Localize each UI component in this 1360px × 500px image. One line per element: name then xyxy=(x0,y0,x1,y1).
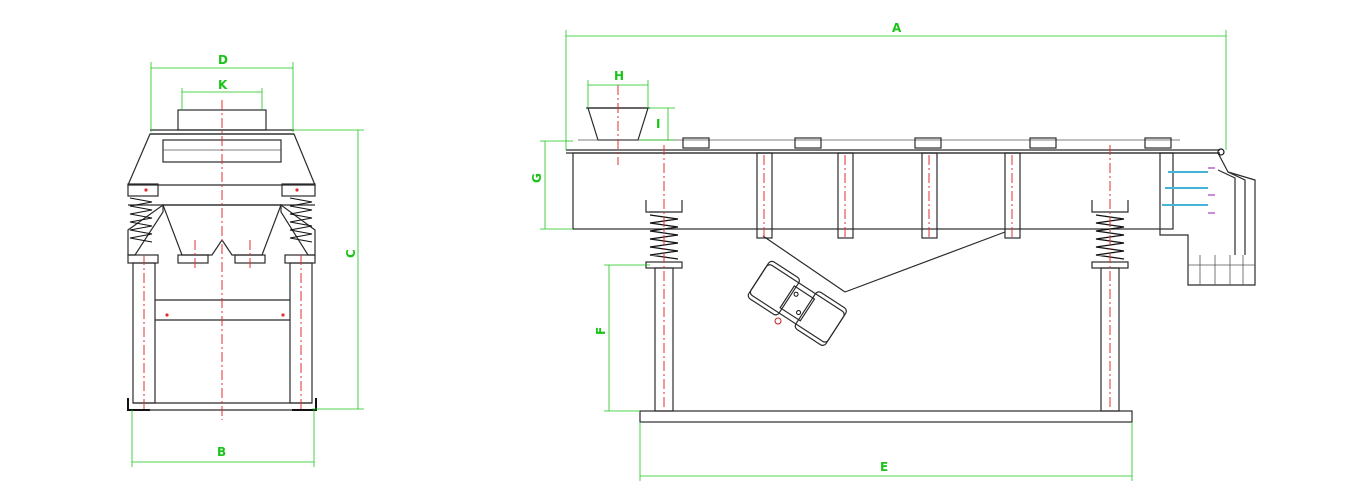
dimension-labels: D K B C A H I G F E xyxy=(217,21,902,474)
dim-label-f: F xyxy=(594,327,608,335)
lifting-lug xyxy=(1217,148,1225,156)
dim-label-h: H xyxy=(614,69,624,83)
support-springs xyxy=(649,214,1125,260)
dim-label-e: E xyxy=(880,460,888,474)
vibration-motor xyxy=(747,260,847,346)
dim-label-c: C xyxy=(344,249,358,258)
screen-decks xyxy=(650,167,1215,214)
dim-label-k: K xyxy=(218,78,228,92)
dim-label-d: D xyxy=(218,53,228,67)
base-frame xyxy=(639,410,1133,423)
dimension-lines xyxy=(131,30,1227,481)
discharge-chute xyxy=(1159,152,1256,286)
screen-box xyxy=(572,152,1174,230)
cover-clamps xyxy=(682,137,1172,149)
dim-label-b: B xyxy=(217,445,226,459)
dim-label-i: I xyxy=(656,117,660,131)
end-view xyxy=(127,100,317,420)
dim-label-g: G xyxy=(530,173,544,183)
dim-label-a: A xyxy=(892,21,902,35)
side-view xyxy=(566,85,1256,423)
end-springs xyxy=(129,197,313,243)
